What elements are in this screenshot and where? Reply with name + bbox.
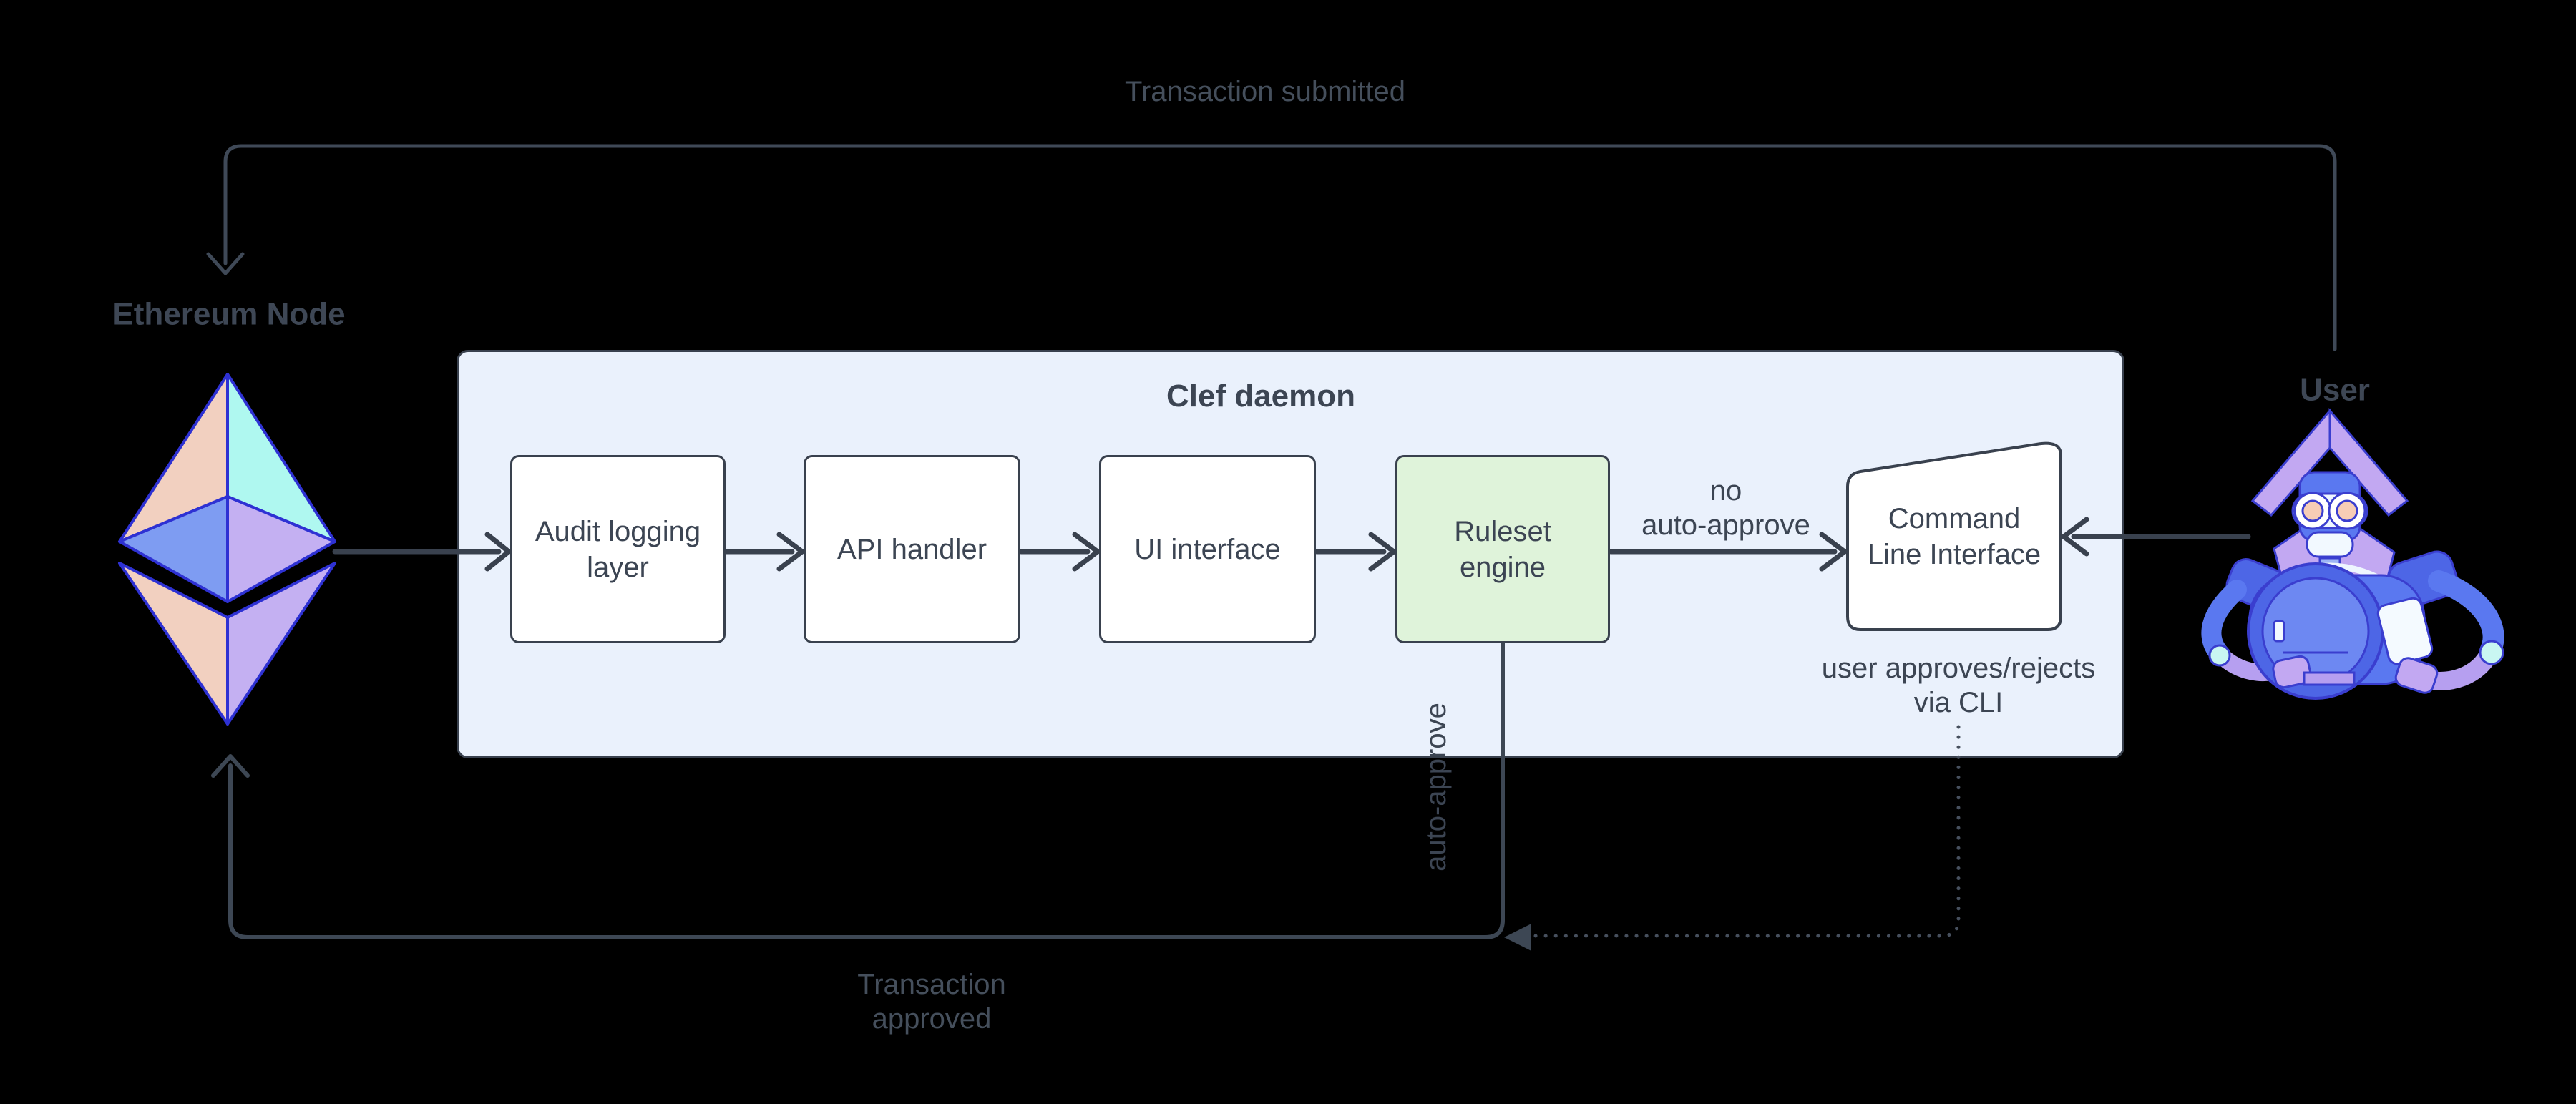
eth-face-bottom-right [226,562,336,726]
chevron-right-icon [1072,532,1101,572]
node-command-line-interface-label: Command Line Interface [1867,503,2041,570]
chevron-right-icon [776,532,805,572]
chevron-left-icon [2061,517,2089,557]
edge-label-user-approves-via-cli: user approves/rejects via CLI [1821,653,2096,718]
edge-label-no-auto-approve: no auto-approve [1641,475,1810,541]
flow-arrows [332,517,2251,572]
chevron-up-icon [211,754,250,778]
edge-transaction-approved [211,641,1505,939]
chevron-right-icon [1368,532,1397,572]
edge-transaction-submitted [206,144,2337,351]
chevron-down-icon [206,252,245,275]
node-ruleset-engine: Ruleset engine [1395,455,1610,643]
node-ui-interface: UI interface [1099,455,1316,643]
chevron-right-icon [1819,532,1848,572]
ethereum-node-label: Ethereum Node [112,296,346,332]
eth-face-mid-right [226,495,336,603]
node-api-handler: API handler [804,455,1020,643]
chevron-right-icon [484,532,512,572]
edge-label-auto-approve: auto-approve [1420,703,1452,871]
user-robot-illustration [2201,407,2504,700]
edge-label-transaction-submitted: Transaction submitted [1124,76,1406,107]
node-command-line-interface-shape [1846,441,2062,631]
ethereum-logo [118,373,336,726]
edge-label-transaction-approved: Transaction approved [857,969,1006,1035]
user-label: User [2300,372,2370,408]
robot-hat-right [2328,407,2409,517]
edge-cli-feedback-dotted [1531,725,1961,938]
clef-daemon-title: Clef daemon [1166,378,1356,414]
node-audit-logging-layer: Audit logging layer [510,455,726,643]
junction-arrowhead-icon [1504,924,1531,951]
